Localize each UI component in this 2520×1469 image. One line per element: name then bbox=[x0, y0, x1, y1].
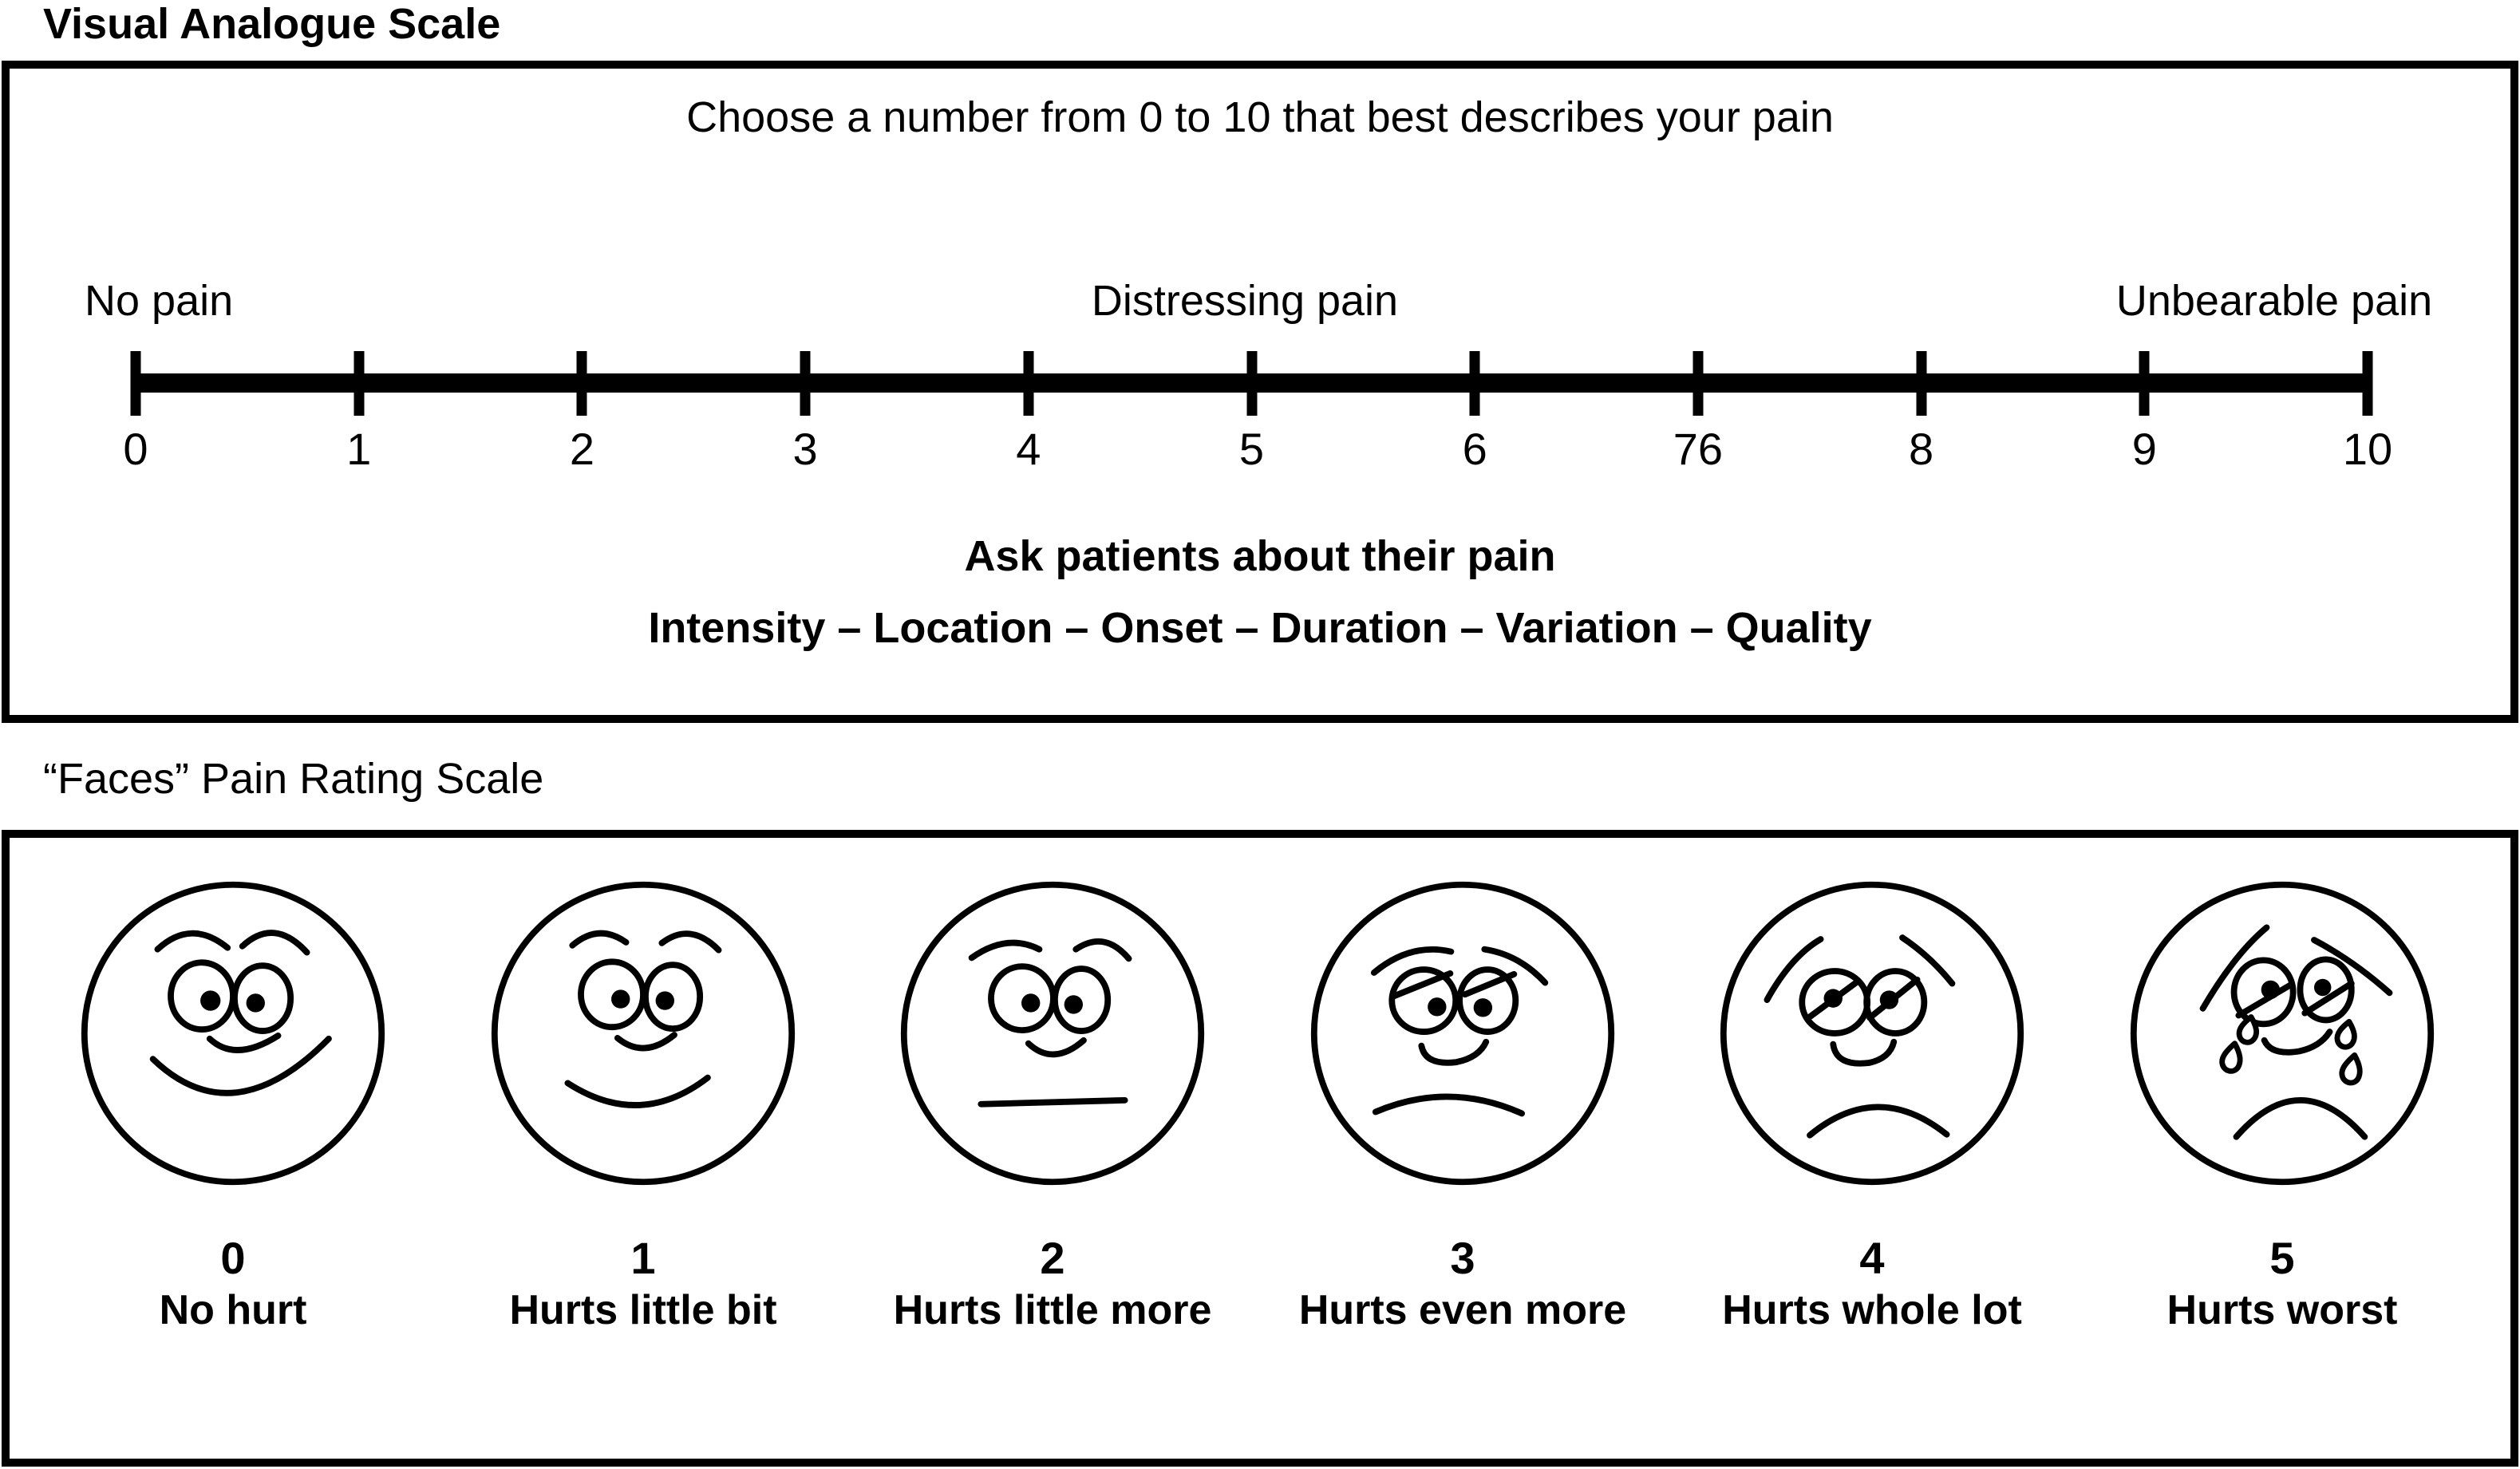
pain-dimensions-line: Intensity – Location – Onset – Duration … bbox=[648, 604, 1872, 652]
face-label: Hurts little more bbox=[893, 1286, 1212, 1333]
face-label: No hurt bbox=[159, 1286, 307, 1333]
face-label: Hurts even more bbox=[1298, 1286, 1627, 1333]
tick-label-0: 0 bbox=[123, 424, 148, 474]
faces-section-title: “Faces” Pain Rating Scale bbox=[43, 755, 544, 803]
tick-5 bbox=[1246, 351, 1257, 416]
face-label: Hurts whole lot bbox=[1722, 1286, 2022, 1333]
face-slot-5: 5 Hurts worst bbox=[2077, 878, 2487, 1332]
tick-4 bbox=[1023, 351, 1034, 416]
face-slot-0: 0 No hurt bbox=[28, 878, 438, 1332]
faces-box bbox=[2, 830, 2518, 1467]
face-slot-4: 4 Hurts whole lot bbox=[1667, 878, 2077, 1332]
tick-label-2: 2 bbox=[569, 424, 594, 474]
tick-label-3: 3 bbox=[792, 424, 818, 474]
face-value: 3 bbox=[1450, 1233, 1475, 1283]
tick-1 bbox=[354, 351, 365, 416]
tick-label-5: 5 bbox=[1238, 424, 1265, 474]
face-value: 5 bbox=[2269, 1233, 2295, 1283]
face-value: 2 bbox=[1040, 1233, 1065, 1283]
face-4-very-sad-icon bbox=[1720, 881, 2024, 1186]
vas-section-title: Visual Analogue Scale bbox=[43, 0, 501, 48]
ask-patients-prompt: Ask patients about their pain bbox=[964, 532, 1556, 580]
anchor-distressing-pain: Distressing pain bbox=[1091, 277, 1399, 325]
tick-label-1: 1 bbox=[346, 424, 372, 474]
face-slot-2: 2 Hurts little more bbox=[847, 878, 1258, 1332]
tick-label-10: 10 bbox=[2342, 424, 2393, 474]
vas-instruction: Choose a number from 0 to 10 that best d… bbox=[686, 93, 1834, 141]
face-1-happy-icon bbox=[491, 881, 796, 1186]
tick-label-7: 76 bbox=[1673, 424, 1724, 474]
vas-box: Choose a number from 0 to 10 that best d… bbox=[2, 61, 2518, 723]
face-slot-3: 3 Hurts even more bbox=[1258, 878, 1668, 1332]
anchor-unbearable-pain: Unbearable pain bbox=[2115, 277, 2433, 325]
tick-9 bbox=[2139, 351, 2150, 416]
tick-6 bbox=[1469, 351, 1480, 416]
vas-scale: 0 1 2 3 4 5 6 76 8 9 10 bbox=[123, 8, 2392, 503]
tick-label-9: 9 bbox=[2131, 424, 2157, 474]
tick-10 bbox=[2362, 351, 2373, 416]
face-value: 1 bbox=[630, 1233, 656, 1283]
tick-0 bbox=[130, 351, 141, 416]
face-label: Hurts little bit bbox=[509, 1286, 777, 1333]
face-5-crying-icon bbox=[2130, 881, 2435, 1186]
tick-8 bbox=[1916, 351, 1927, 416]
face-slot-1: 1 Hurts little bit bbox=[438, 878, 848, 1332]
face-value: 4 bbox=[1859, 1233, 1885, 1283]
face-0-very-happy-icon bbox=[81, 881, 385, 1186]
face-3-sad-icon bbox=[1310, 881, 1615, 1186]
face-2-neutral-icon bbox=[900, 881, 1205, 1186]
tick-label-4: 4 bbox=[1016, 424, 1041, 474]
tick-label-8: 8 bbox=[1909, 424, 1934, 474]
tick-2 bbox=[576, 351, 587, 416]
tick-3 bbox=[800, 351, 811, 416]
face-label: Hurts worst bbox=[2166, 1286, 2398, 1333]
tick-label-6: 6 bbox=[1462, 424, 1487, 474]
anchor-no-pain: No pain bbox=[85, 277, 234, 325]
tick-7 bbox=[1693, 351, 1704, 416]
face-value: 0 bbox=[220, 1233, 246, 1283]
